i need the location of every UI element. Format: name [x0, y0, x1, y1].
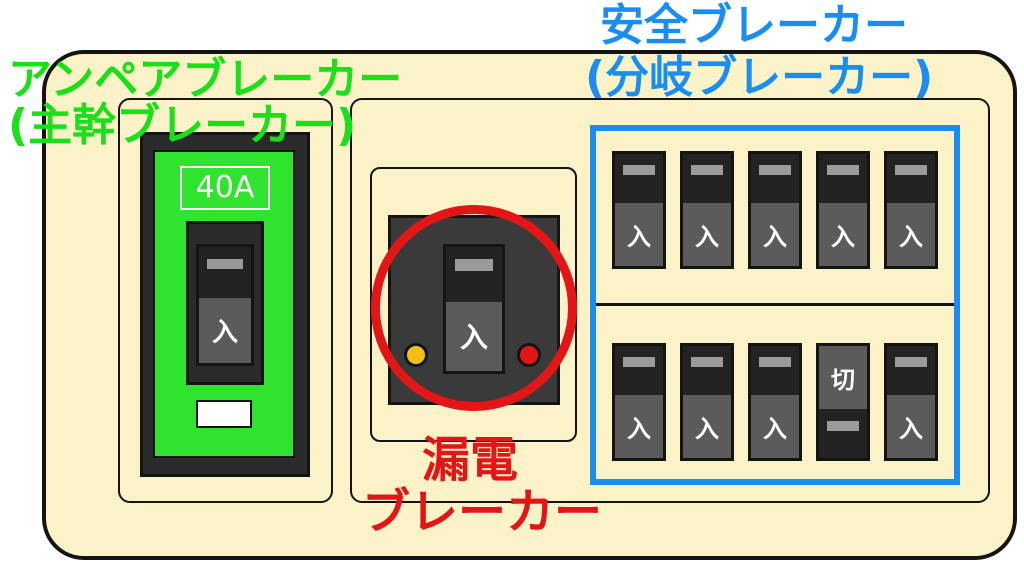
branch-breaker-switch[interactable]: 入 — [748, 151, 802, 269]
branch-breaker-switch[interactable]: 切 — [816, 343, 870, 461]
ampere-breaker-subtitle: (主幹ブレーカー) — [8, 100, 357, 151]
leakage-indicator-right — [517, 343, 541, 367]
leakage-breaker-switch-label: 入 — [459, 321, 488, 355]
branch-breaker-switch[interactable]: 入 — [612, 151, 666, 269]
branch-breaker-switch-label: 入 — [695, 223, 719, 252]
branch-breaker-switch-label: 入 — [627, 415, 651, 444]
branch-breaker-divider — [592, 303, 960, 306]
branch-breaker-switch-label: 入 — [831, 223, 855, 252]
leakage-breaker-highlight-circle — [371, 205, 577, 411]
main-breaker-switch[interactable]: 入 — [196, 244, 254, 366]
leakage-breaker-subtitle: ブレーカー — [362, 484, 603, 540]
branch-breaker-switch[interactable]: 入 — [816, 151, 870, 269]
rating-plate: 40A — [180, 166, 270, 210]
branch-breaker-switch-label: 切 — [831, 365, 855, 394]
branch-breaker-switch-label: 入 — [763, 223, 787, 252]
leakage-breaker-switch[interactable]: 入 — [443, 244, 505, 374]
branch-breaker-switch[interactable]: 入 — [612, 343, 666, 461]
safety-breaker-subtitle: (分岐ブレーカー) — [585, 52, 934, 103]
branch-breaker-switch-label: 入 — [899, 223, 923, 252]
leakage-indicator-left — [404, 343, 428, 367]
branch-breaker-switch-label: 入 — [695, 415, 719, 444]
rating-label: 40A — [195, 170, 255, 205]
branch-breaker-switch[interactable]: 入 — [884, 343, 938, 461]
main-breaker-switch-label: 入 — [211, 318, 238, 349]
branch-breaker-switch-label: 入 — [899, 415, 923, 444]
ampere-breaker-title: アンペアブレーカー — [8, 54, 403, 105]
branch-breaker-switch[interactable]: 入 — [884, 151, 938, 269]
branch-breaker-switch[interactable]: 入 — [748, 343, 802, 461]
branch-breaker-switch-label: 入 — [627, 223, 651, 252]
safety-breaker-title: 安全ブレーカー — [600, 0, 908, 51]
leakage-breaker-title: 漏電 — [422, 432, 519, 488]
branch-breaker-highlight-box — [590, 125, 960, 485]
main-breaker-white-tab — [196, 400, 252, 428]
branch-breaker-switch[interactable]: 入 — [680, 151, 734, 269]
branch-breaker-switch-label: 入 — [763, 415, 787, 444]
branch-breaker-switch[interactable]: 入 — [680, 343, 734, 461]
